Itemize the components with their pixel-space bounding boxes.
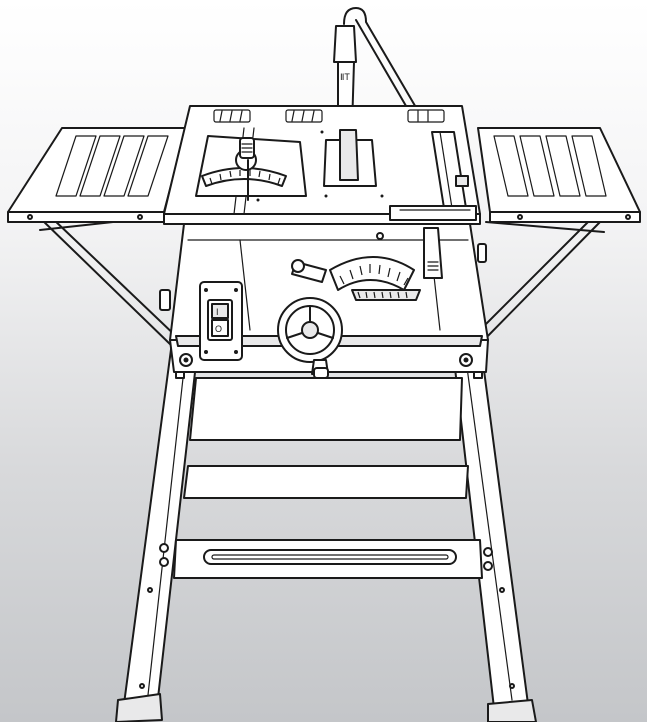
- bevel-angle-scale: [291, 227, 443, 301]
- leg-stand: [115, 339, 537, 722]
- switch-off-label: O: [215, 324, 222, 334]
- power-switch: I O: [199, 281, 243, 361]
- switch-on-label: I: [216, 307, 219, 317]
- mitre-gauge: [195, 135, 307, 201]
- left-extension-wing: [7, 127, 187, 223]
- rip-fence: [389, 131, 477, 221]
- extension-support-arms: [39, 217, 605, 347]
- guard-label: ⅡT: [340, 72, 350, 82]
- side-clamps: [159, 243, 487, 311]
- right-extension-wing: [477, 127, 641, 223]
- blade-height-handwheel: [277, 297, 343, 379]
